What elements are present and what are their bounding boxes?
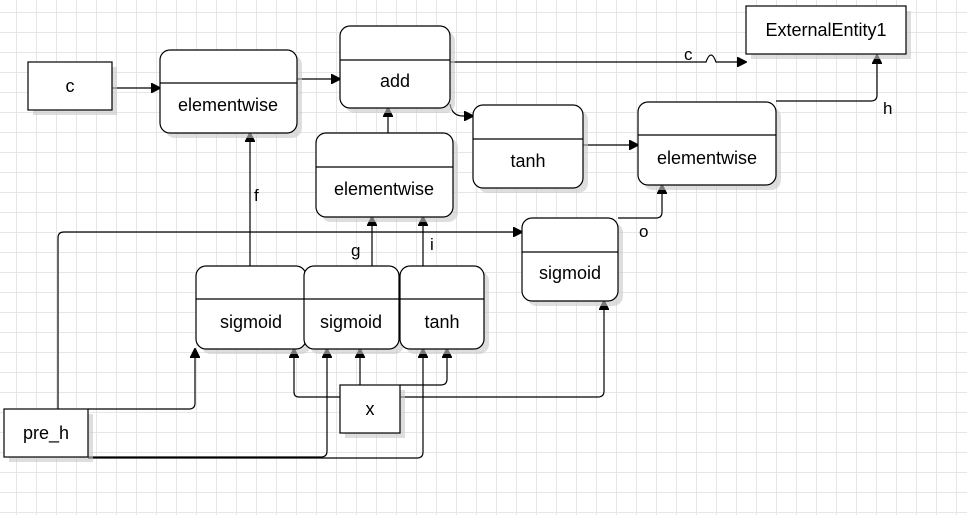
node-external-entity[interactable]: ExternalEntity1: [745, 5, 911, 59]
node-sigmoid-f[interactable]: sigmoid: [195, 265, 311, 354]
node-c-input[interactable]: c: [27, 61, 117, 115]
edges: [57, 54, 877, 459]
edge-pre-h-to-sigmoid-f: [88, 349, 195, 410]
node-elementwise-f-label: elementwise: [178, 95, 278, 115]
node-elementwise-gi[interactable]: elementwise: [315, 132, 458, 222]
edge-x-to-sigmoid-o: [400, 301, 604, 398]
node-sigmoid-o[interactable]: sigmoid: [521, 217, 623, 306]
edge-labels: c h f g i o: [254, 45, 892, 260]
node-x-input-label: x: [366, 399, 375, 419]
node-elementwise-out[interactable]: elementwise: [637, 101, 781, 190]
edge-label-i: i: [430, 235, 434, 254]
node-add-label: add: [380, 71, 410, 91]
node-pre-h-input-label: pre_h: [23, 423, 69, 444]
edge-pre-h-to-sigmoid-o: [57, 232, 522, 409]
edge-label-c: c: [684, 45, 693, 64]
edge-label-h: h: [883, 99, 892, 118]
node-pre-h-input[interactable]: pre_h: [3, 408, 93, 462]
node-sigmoid-g-label: sigmoid: [320, 312, 382, 332]
node-sigmoid-f-label: sigmoid: [220, 312, 282, 332]
edge-elementwise-to-external-h: [776, 55, 877, 102]
node-tanh-i[interactable]: tanh: [399, 265, 489, 354]
edge-label-g: g: [351, 241, 360, 260]
node-elementwise-gi-label: elementwise: [334, 179, 434, 199]
node-x-input[interactable]: x: [339, 384, 405, 438]
edge-x-to-sigmoid-f: [294, 349, 340, 398]
node-c-input-label: c: [66, 76, 75, 96]
edge-pre-h-to-tanh-i: [88, 349, 423, 459]
node-external-entity-label: ExternalEntity1: [765, 20, 886, 40]
edge-label-f: f: [254, 186, 259, 205]
edge-add-to-external-c: [450, 54, 746, 62]
node-tanh-i-label: tanh: [424, 312, 459, 332]
edge-sigmoid-o-to-elementwise-out: [618, 185, 662, 219]
node-add[interactable]: add: [339, 25, 455, 113]
node-elementwise-f[interactable]: elementwise: [159, 49, 302, 138]
edge-label-o: o: [639, 222, 648, 241]
node-tanh-c-label: tanh: [510, 151, 545, 171]
edge-pre-h-to-sigmoid-g: [88, 349, 327, 458]
node-sigmoid-o-label: sigmoid: [539, 263, 601, 283]
node-tanh-c[interactable]: tanh: [472, 104, 588, 193]
edge-x-to-tanh-i: [400, 349, 447, 386]
node-sigmoid-g[interactable]: sigmoid: [303, 265, 404, 354]
node-elementwise-out-label: elementwise: [657, 148, 757, 168]
